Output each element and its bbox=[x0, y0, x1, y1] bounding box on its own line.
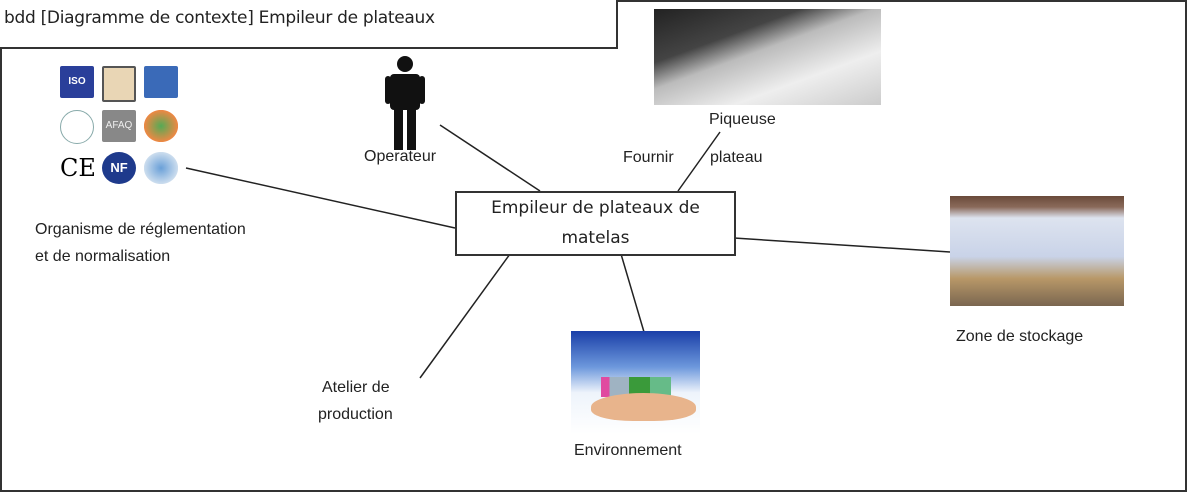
link-environnement bbox=[620, 253, 645, 333]
diagram-title: bdd [Diagramme de contexte] Empileur de … bbox=[4, 8, 435, 28]
link-operateur bbox=[439, 124, 541, 192]
label-operateur: Operateur bbox=[364, 148, 437, 165]
diagram-header: bdd [Diagramme de contexte] Empileur de … bbox=[0, 0, 618, 49]
piqueuse-image bbox=[654, 9, 881, 105]
label-fournir: Fournir bbox=[623, 149, 674, 166]
globe-logo bbox=[144, 110, 178, 142]
system-block: Empileur de plateaux de matelas bbox=[455, 191, 736, 256]
label-piqueuse: Piqueuse bbox=[709, 111, 776, 128]
afnor-logo bbox=[60, 110, 94, 144]
itu-logo bbox=[144, 152, 178, 184]
iso-logo: ISO bbox=[60, 66, 94, 98]
ica-logo bbox=[102, 66, 136, 102]
label-plateau: plateau bbox=[710, 149, 763, 166]
nf-logo: NF bbox=[102, 152, 136, 184]
label-atelier-2: production bbox=[318, 406, 393, 423]
link-piqueuse bbox=[677, 131, 721, 192]
link-organisme bbox=[185, 167, 456, 229]
label-organisme-1: Organisme de réglementation bbox=[35, 221, 246, 238]
environnement-image bbox=[571, 331, 700, 434]
label-stockage: Zone de stockage bbox=[956, 328, 1084, 345]
afaq-logo: AFAQ bbox=[102, 110, 136, 142]
regulation-logos: ISO AFAQ CE NF bbox=[60, 66, 178, 186]
stockage-image bbox=[950, 196, 1124, 306]
system-name-line2: matelas bbox=[561, 228, 630, 248]
ce-logo: CE bbox=[60, 154, 96, 182]
label-organisme-2: et de normalisation bbox=[35, 248, 171, 265]
link-atelier bbox=[419, 253, 511, 379]
system-name-line1: Empileur de plateaux de bbox=[491, 198, 700, 218]
label-atelier-1: Atelier de bbox=[322, 379, 390, 396]
cen-logo bbox=[144, 66, 178, 98]
label-environnement: Environnement bbox=[574, 442, 682, 459]
actor-person-icon bbox=[385, 56, 425, 150]
link-stockage bbox=[733, 237, 951, 253]
